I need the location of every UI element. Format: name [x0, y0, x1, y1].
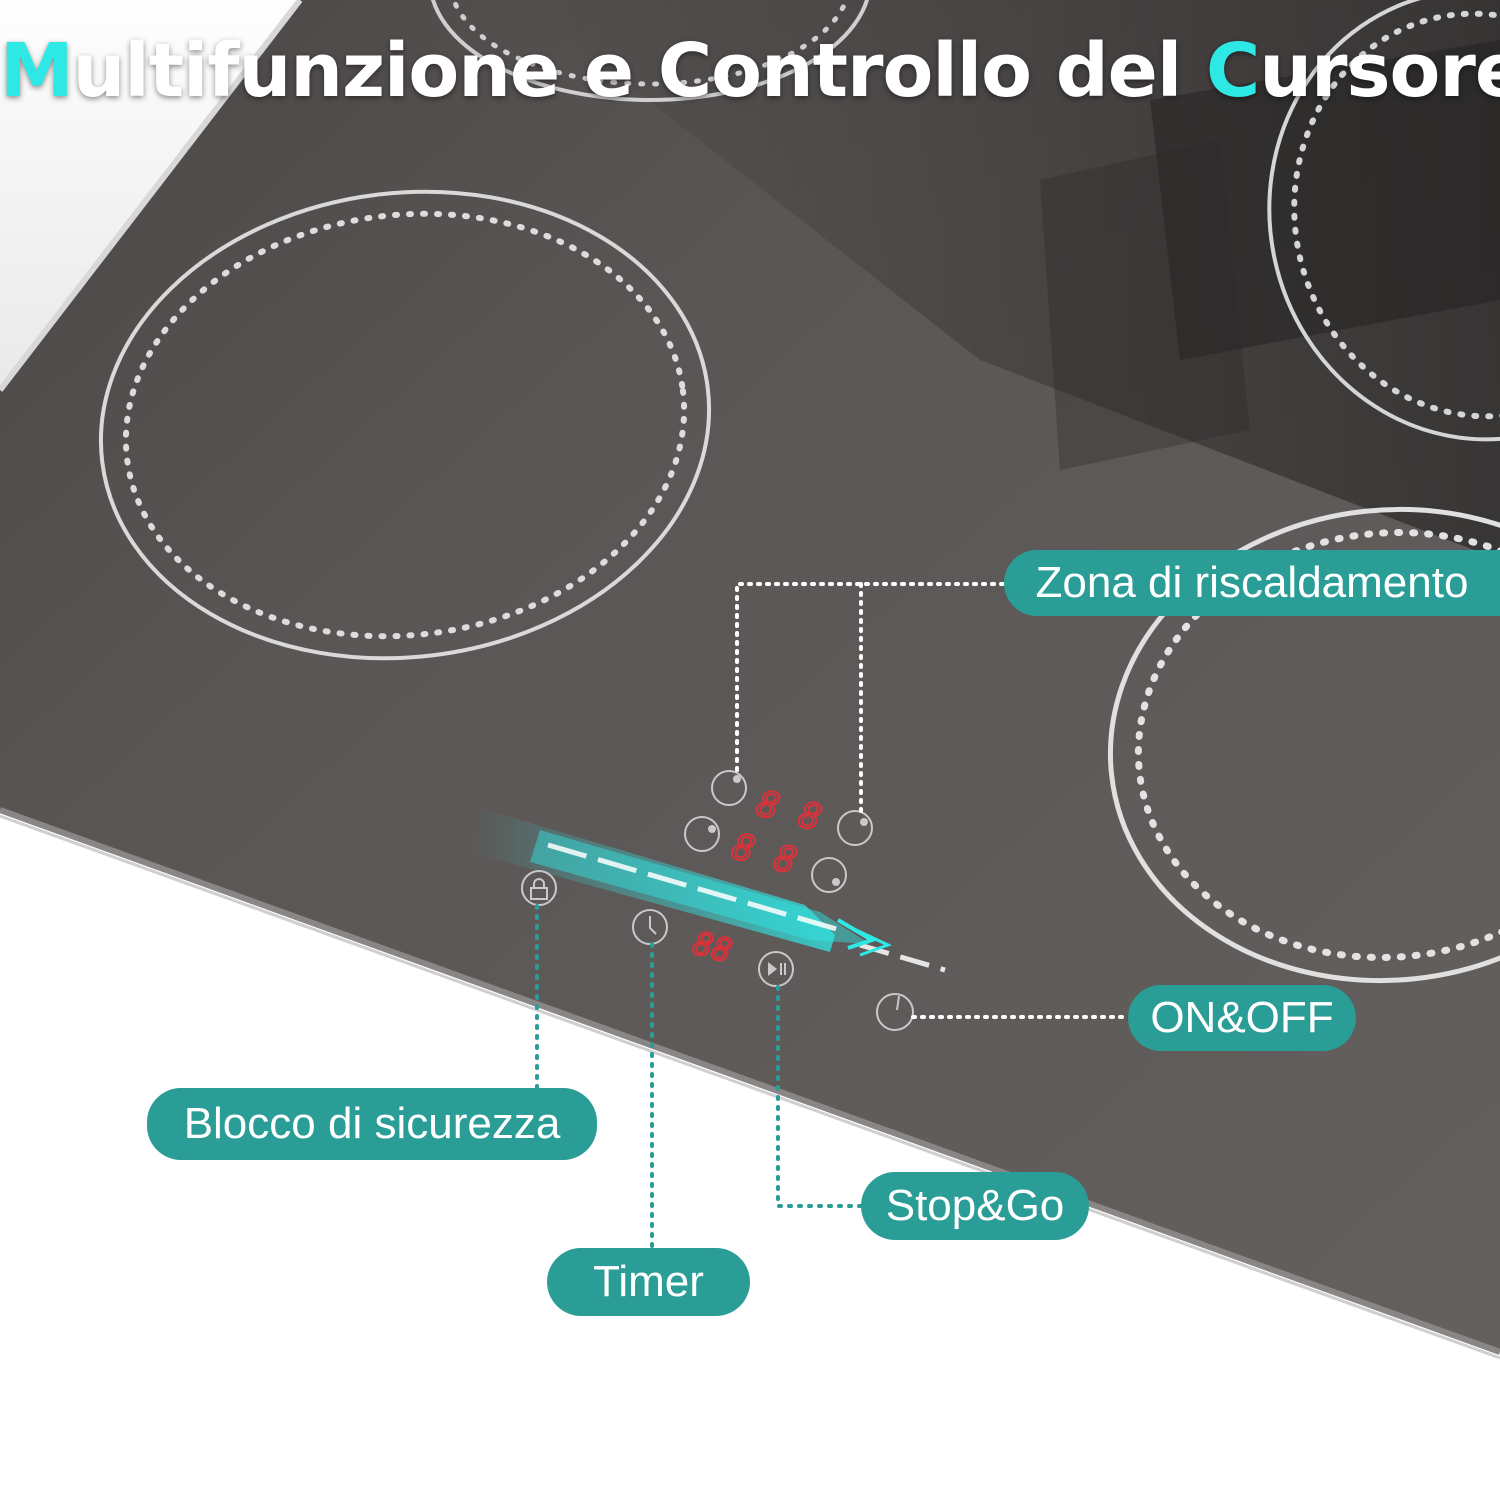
zone-select-button-front-left[interactable]	[684, 816, 720, 852]
glass-reflection-band	[1040, 140, 1250, 470]
title-text-2: ursore	[1259, 28, 1500, 114]
title-accent-letter-m: M	[0, 28, 74, 114]
heating-zone-callout: Zona di riscaldamento	[1004, 550, 1500, 616]
glass-edge-highlight	[0, 814, 1500, 1360]
title-accent-letter-c: C	[1206, 28, 1260, 114]
page-title: Multifunzione e Controllo del Cursore	[0, 28, 1500, 114]
glass-reflection	[520, 0, 1500, 560]
zone-select-button-rear-right[interactable]	[837, 810, 873, 846]
zone-select-button-front-right[interactable]	[811, 857, 847, 893]
cooking-zone-front-right	[1107, 506, 1500, 984]
heating-zone-leader	[735, 582, 1006, 816]
power-icon[interactable]	[876, 993, 914, 1031]
glass-edge-top	[0, 0, 303, 392]
glass-reflection-dark	[1150, 40, 1500, 360]
cooking-zone-rear-left	[431, 0, 869, 102]
safety-lock-callout: Blocco di sicurezza	[147, 1088, 597, 1160]
play-pause-icon[interactable]	[758, 951, 794, 987]
zone-select-button-rear-left[interactable]	[711, 770, 747, 806]
on-off-callout: ON&OFF	[1128, 985, 1356, 1051]
title-text-1: ultifunzione e Controllo del	[72, 28, 1206, 114]
glass-edge-bottom	[0, 807, 1500, 1355]
stop-go-leader	[776, 985, 863, 1208]
stop-go-callout: Stop&Go	[861, 1172, 1089, 1240]
timer-callout: Timer	[547, 1248, 750, 1316]
cooking-zone-rear-right	[1267, 0, 1500, 442]
slider-highlight	[470, 808, 946, 973]
lock-icon[interactable]	[521, 870, 557, 906]
cooking-zone-front-left	[98, 189, 712, 661]
